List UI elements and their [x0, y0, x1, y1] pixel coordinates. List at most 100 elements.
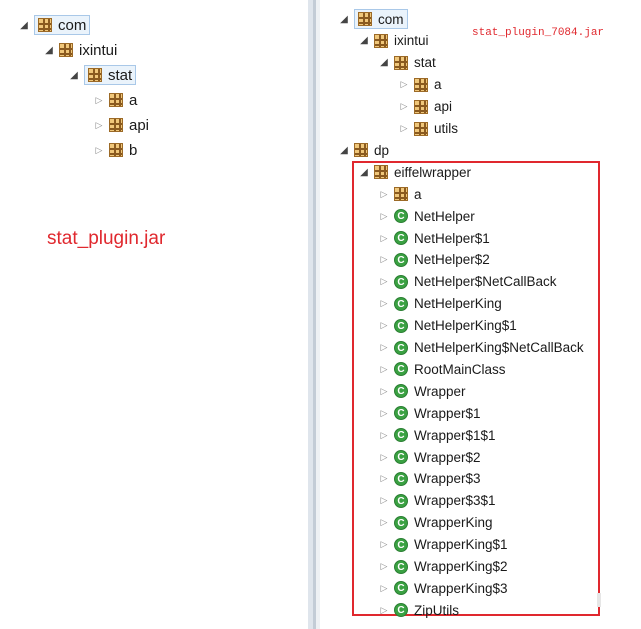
- collapsed-arrow-icon[interactable]: ▷: [400, 101, 408, 112]
- left_tree-tree-node[interactable]: ◢ com: [18, 15, 91, 35]
- expanded-arrow-icon[interactable]: ◢: [20, 19, 28, 31]
- right_tree-tree-node[interactable]: ▷ C Wrapper$2: [378, 447, 481, 467]
- right_tree-tree-node[interactable]: ▷a: [378, 184, 422, 204]
- expanded-arrow-icon[interactable]: ◢: [340, 13, 348, 25]
- collapsed-arrow-icon[interactable]: ▷: [380, 232, 388, 243]
- tree-node-label: NetHelperKing$1: [414, 318, 517, 334]
- class-icon: C: [394, 384, 408, 399]
- collapsed-arrow-icon[interactable]: ▷: [380, 342, 388, 352]
- right_tree-tree-node[interactable]: ▷a: [398, 75, 442, 95]
- class-icon: C: [394, 603, 408, 618]
- pane-splitter[interactable]: [308, 0, 313, 629]
- expanded-arrow-icon[interactable]: ◢: [70, 69, 78, 81]
- tree-node-label: Wrapper$2: [414, 449, 481, 465]
- package-icon: [109, 93, 123, 107]
- selection-highlight: com: [34, 15, 91, 35]
- tree-node-label: NetHelper$2: [414, 252, 490, 268]
- class-icon: C: [394, 450, 408, 464]
- collapsed-arrow-icon[interactable]: ▷: [380, 473, 388, 484]
- right_tree-tree-node[interactable]: ▷utils: [398, 119, 458, 139]
- expanded-arrow-icon[interactable]: ◢: [360, 166, 368, 178]
- tree-node-label: NetHelper$1: [414, 230, 490, 246]
- class-icon: C: [394, 471, 408, 486]
- right_tree-tree-node[interactable]: ▷api: [398, 97, 452, 117]
- left_tree-tree-node[interactable]: ◢ stat: [68, 65, 137, 85]
- collapsed-arrow-icon[interactable]: ▷: [95, 144, 103, 155]
- collapsed-arrow-icon[interactable]: ▷: [380, 495, 388, 506]
- tree-node-label: stat: [108, 66, 133, 84]
- right_tree-tree-node[interactable]: ◢stat: [378, 53, 436, 73]
- right_tree-tree-node[interactable]: ▷ C Wrapper$3: [378, 469, 481, 489]
- collapsed-arrow-icon[interactable]: ▷: [380, 407, 388, 418]
- collapsed-arrow-icon[interactable]: ▷: [400, 123, 408, 133]
- right_tree-tree-node[interactable]: ▷ C Wrapper$1$1: [378, 425, 496, 445]
- left_tree-tree-node[interactable]: ◢ixintui: [43, 40, 117, 60]
- collapsed-arrow-icon[interactable]: ▷: [380, 517, 388, 528]
- left_tree-tree-node[interactable]: ▷b: [93, 140, 138, 160]
- collapsed-arrow-icon[interactable]: ▷: [380, 539, 388, 550]
- right_tree-tree-node[interactable]: ▷ C NetHelperKing$1: [378, 316, 517, 336]
- collapsed-arrow-icon[interactable]: ▷: [400, 79, 408, 90]
- collapsed-arrow-icon[interactable]: ▷: [380, 276, 388, 287]
- class-icon: C: [394, 406, 408, 421]
- tree-node-label: Wrapper$3: [414, 471, 481, 487]
- class-icon: C: [394, 428, 408, 443]
- collapsed-arrow-icon[interactable]: ▷: [380, 604, 388, 615]
- class-icon: C: [394, 318, 408, 333]
- expanded-arrow-icon[interactable]: ◢: [340, 144, 348, 156]
- collapsed-arrow-icon[interactable]: ▷: [380, 320, 388, 331]
- tree-node-label: Wrapper$1$1: [414, 427, 496, 443]
- expanded-arrow-icon[interactable]: ◢: [380, 57, 388, 69]
- package-icon: [354, 143, 368, 158]
- right_tree-tree-node[interactable]: ◢ dp: [338, 140, 389, 160]
- class-icon: C: [394, 581, 408, 596]
- class-icon: C: [394, 559, 408, 574]
- right_tree-tree-node[interactable]: ◢ixintui: [358, 31, 428, 51]
- collapsed-arrow-icon[interactable]: ▷: [95, 119, 103, 130]
- collapsed-arrow-icon[interactable]: ▷: [95, 94, 103, 105]
- collapsed-arrow-icon[interactable]: ▷: [380, 254, 388, 265]
- collapsed-arrow-icon[interactable]: ▷: [380, 210, 388, 221]
- class-icon: C: [394, 515, 408, 530]
- collapsed-arrow-icon[interactable]: ▷: [380, 451, 388, 462]
- left_tree-tree-node[interactable]: ▷a: [93, 90, 138, 110]
- class-icon: C: [394, 296, 408, 311]
- collapsed-arrow-icon[interactable]: ▷: [380, 429, 388, 440]
- package-icon: [414, 77, 428, 92]
- left_tree-tree-node[interactable]: ▷api: [93, 115, 150, 135]
- collapsed-arrow-icon[interactable]: ▷: [380, 561, 388, 571]
- collapsed-arrow-icon[interactable]: ▷: [380, 582, 388, 593]
- right_tree-tree-node[interactable]: ◢com: [338, 9, 408, 29]
- collapsed-arrow-icon[interactable]: ▷: [380, 385, 388, 396]
- tree-node-label: dp: [374, 142, 390, 158]
- package-icon: [358, 12, 372, 26]
- collapsed-arrow-icon[interactable]: ▷: [380, 363, 388, 374]
- class-icon: C: [394, 340, 408, 355]
- collapsed-arrow-icon[interactable]: ▷: [380, 188, 388, 199]
- tree-node-label: com: [58, 16, 87, 34]
- collapsed-arrow-icon[interactable]: ▷: [380, 298, 388, 309]
- expanded-arrow-icon[interactable]: ◢: [360, 35, 368, 47]
- package-icon: [109, 143, 123, 157]
- expanded-arrow-icon[interactable]: ◢: [45, 44, 53, 56]
- package-icon: [394, 187, 408, 202]
- tree-node-label: WrapperKing$1: [414, 537, 508, 553]
- package-icon: [59, 43, 73, 57]
- right_tree-tree-node[interactable]: ◢eiffelwrapper: [358, 162, 471, 182]
- left-package-explorer: stat_plugin.jar: [0, 0, 308, 629]
